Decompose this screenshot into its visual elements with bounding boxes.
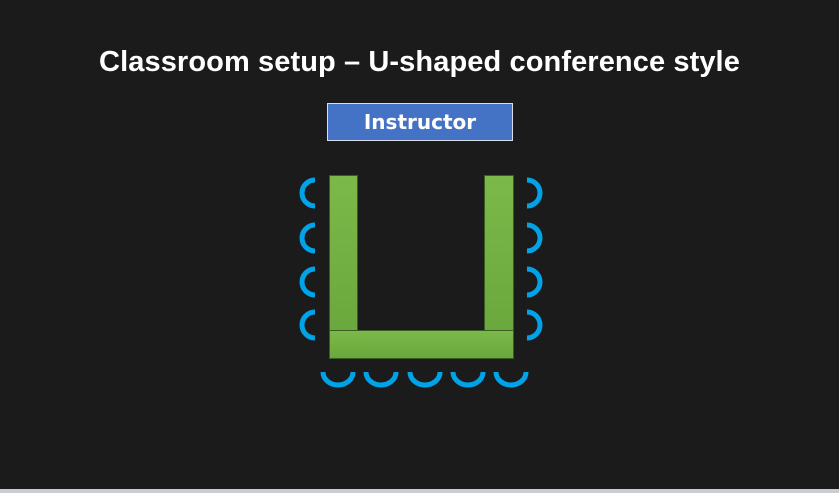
chair-icon — [493, 371, 529, 388]
chair-icon — [526, 309, 543, 341]
chair-icon — [526, 222, 543, 254]
table-left-arm — [329, 175, 358, 333]
chair-icon — [407, 371, 443, 388]
chair-icon — [320, 371, 356, 388]
table-bottom — [329, 330, 514, 359]
instructor-box: Instructor — [327, 103, 513, 141]
chair-icon — [299, 309, 316, 341]
chairs-right — [526, 177, 543, 341]
bottom-strip — [0, 489, 839, 493]
table-right-arm — [484, 175, 514, 333]
slide-title: Classroom setup – U-shaped conference st… — [99, 46, 740, 78]
chairs-bottom — [320, 371, 529, 388]
chair-icon — [299, 266, 316, 298]
chair-icon — [526, 266, 543, 298]
chair-icon — [299, 177, 316, 209]
chair-icon — [450, 371, 486, 388]
chair-icon — [299, 222, 316, 254]
chair-icon — [363, 371, 399, 388]
chairs-left — [299, 177, 316, 341]
chair-icon — [526, 177, 543, 209]
instructor-label: Instructor — [363, 110, 477, 134]
